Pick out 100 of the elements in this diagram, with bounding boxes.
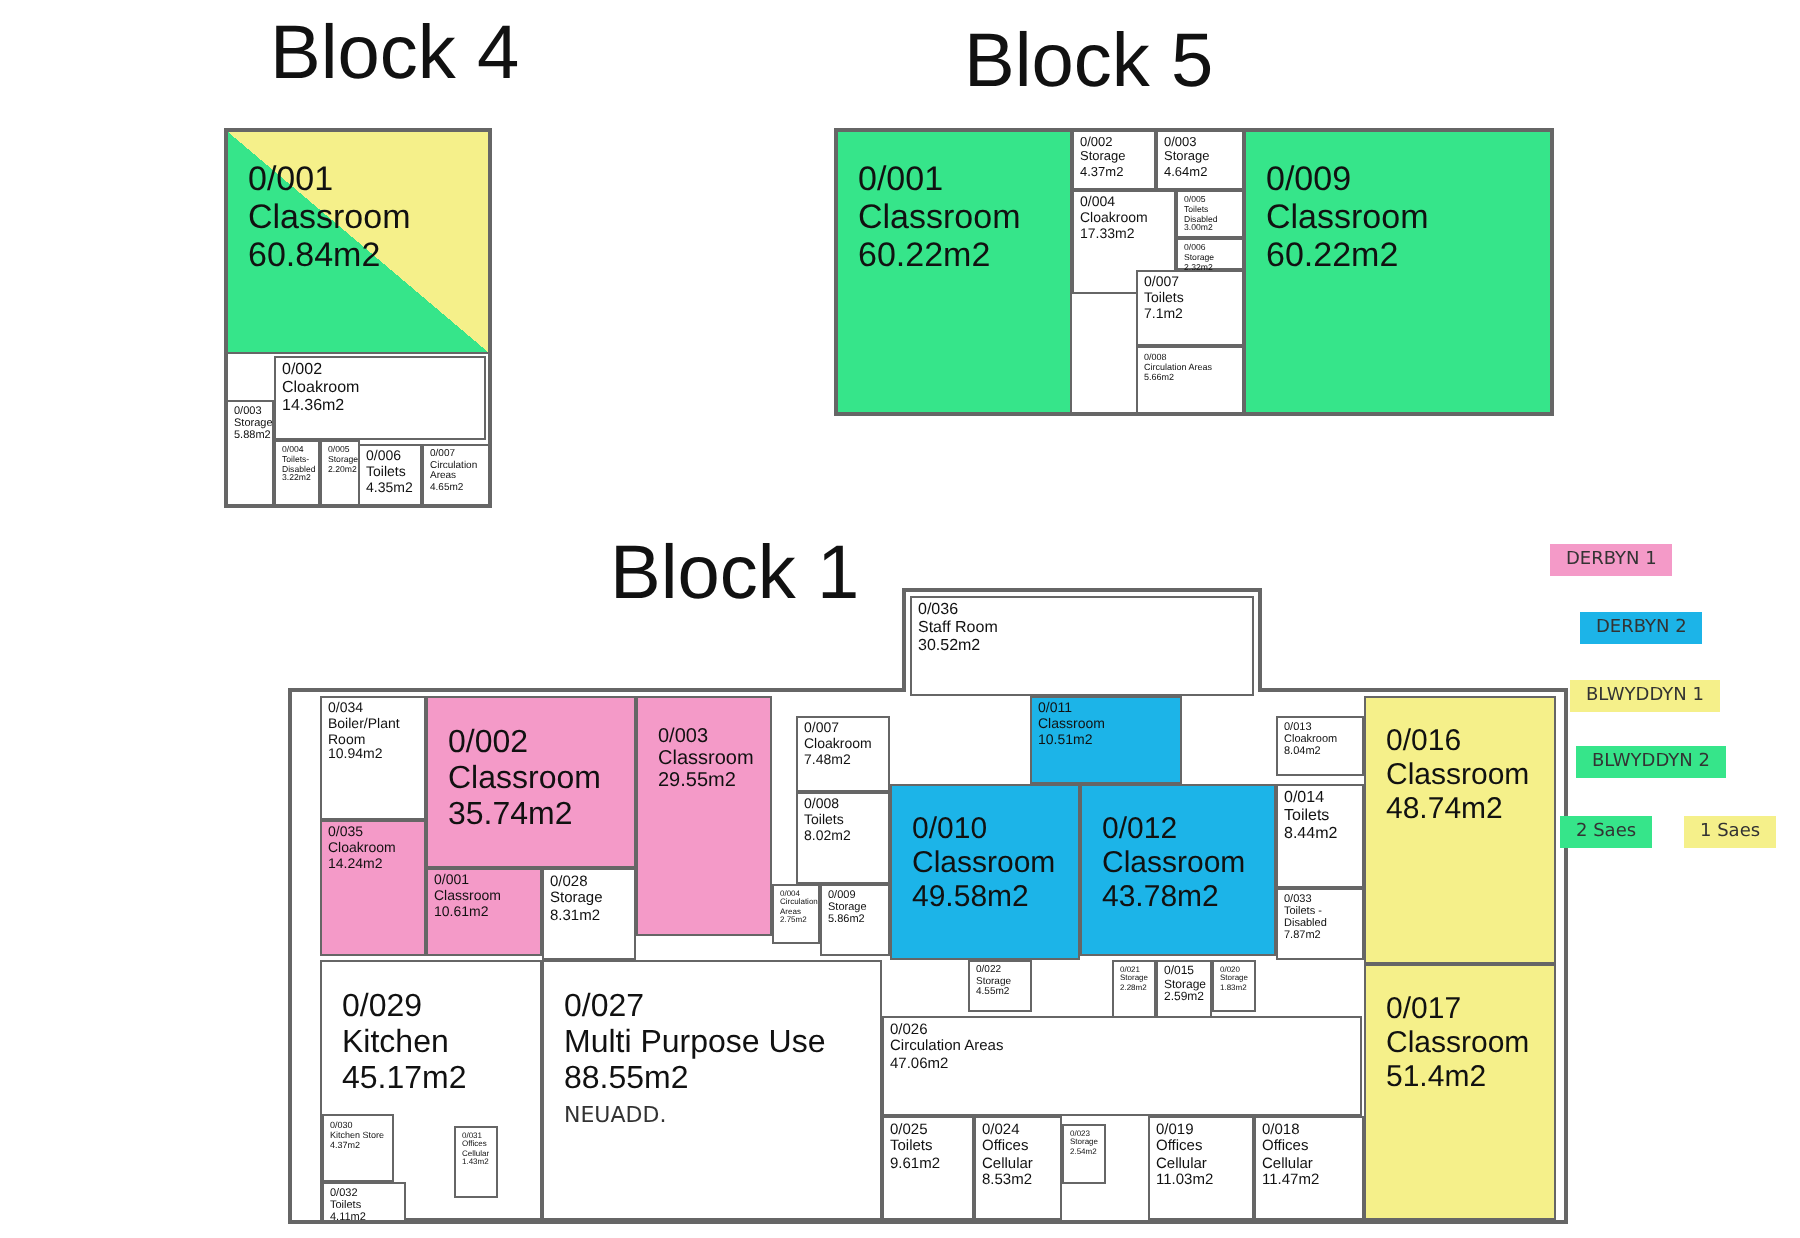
legend-label: DERBYN 1 <box>1550 544 1673 576</box>
room-name: Multi Purpose Use <box>564 1025 828 1062</box>
handwritten-note: NEUADD. <box>564 1103 669 1129</box>
room-area: 60.22m2 <box>858 236 1054 275</box>
room <box>820 884 890 956</box>
room <box>320 960 542 1220</box>
room <box>1276 716 1364 776</box>
room <box>1156 130 1244 190</box>
legend-label: BLWYDDYN 1 <box>1570 680 1720 712</box>
room-name: Classroom <box>1102 847 1248 882</box>
room <box>320 440 360 506</box>
room-name: Toilets <box>1284 807 1332 826</box>
legend-label: BLWYDDYN 2 <box>1576 746 1726 778</box>
room-area: 60.22m2 <box>1266 236 1534 275</box>
room-area: 49.58m2 <box>912 881 1062 915</box>
room-name: Classroom <box>1386 759 1532 794</box>
room <box>836 130 1072 414</box>
room-number: 0/003 <box>658 726 711 749</box>
room-number: 0/027 <box>564 990 647 1026</box>
room <box>1112 960 1156 1020</box>
block-heading: Block 4 <box>270 16 520 92</box>
block-heading: Block 5 <box>964 24 1214 100</box>
room <box>1072 190 1176 294</box>
room-area: 88.55m2 <box>564 1061 864 1098</box>
room-area: 30.52m2 <box>918 637 1246 656</box>
room <box>320 696 426 820</box>
room-number: 0/036 <box>918 602 961 620</box>
room-area: 43.78m2 <box>1102 881 1258 915</box>
room-name: Classroom <box>1386 1027 1532 1062</box>
room-area: 14.36m2 <box>282 397 478 416</box>
room <box>226 130 490 354</box>
room <box>226 400 274 506</box>
legend-label: 2 Saes <box>1560 816 1653 848</box>
room <box>1176 190 1244 238</box>
room-name: Kitchen <box>342 1025 451 1062</box>
room <box>772 884 820 944</box>
room-area: 48.74m2 <box>1386 793 1538 827</box>
room-name: Classroom <box>1266 198 1431 237</box>
room <box>974 1116 1062 1220</box>
room <box>1136 270 1244 346</box>
block-heading: Block 1 <box>610 536 860 612</box>
room <box>426 868 542 956</box>
room <box>1212 960 1256 1012</box>
room <box>454 1126 498 1198</box>
room <box>1080 784 1276 956</box>
room-name: Staff Room <box>918 619 1000 638</box>
room-area: 51.4m2 <box>1386 1061 1538 1095</box>
room <box>1276 888 1364 960</box>
room <box>1148 1116 1254 1220</box>
room <box>1364 696 1556 964</box>
room-number: 0/017 <box>1386 994 1464 1028</box>
room-area: 8.44m2 <box>1284 825 1356 844</box>
room <box>426 696 636 868</box>
room <box>910 596 1254 696</box>
legend-label: DERBYN 2 <box>1580 612 1703 644</box>
room-number: 0/012 <box>1102 814 1180 848</box>
room-area: 60.84m2 <box>248 236 472 275</box>
room <box>882 1116 974 1220</box>
room <box>1072 130 1156 190</box>
room-area: 29.55m2 <box>658 770 754 794</box>
room <box>1244 130 1552 414</box>
room <box>1136 346 1244 414</box>
room <box>274 356 486 440</box>
room <box>890 784 1080 960</box>
room-name: Classroom <box>858 198 1023 237</box>
room <box>320 820 426 956</box>
room <box>636 696 772 936</box>
room-number: 0/002 <box>282 362 325 380</box>
room <box>322 1114 394 1182</box>
room-number: 0/029 <box>342 990 425 1026</box>
room-area: 35.74m2 <box>448 797 618 834</box>
room-number: 0/001 <box>858 160 946 199</box>
room <box>1254 1116 1364 1220</box>
room-name: Cloakroom <box>282 379 362 398</box>
room <box>1030 696 1182 784</box>
room <box>422 444 490 506</box>
room <box>1156 960 1212 1020</box>
legend-label: 1 Saes <box>1684 816 1777 848</box>
room-area: 45.17m2 <box>342 1061 524 1098</box>
room <box>1176 238 1244 270</box>
room-name: Classroom <box>448 761 603 798</box>
room-number: 0/002 <box>448 726 531 762</box>
room <box>882 1016 1362 1116</box>
room <box>358 444 422 506</box>
room-number: 0/010 <box>912 814 990 848</box>
room <box>1364 964 1556 1220</box>
room <box>796 716 890 792</box>
room <box>1062 1124 1106 1184</box>
room <box>1276 784 1364 888</box>
room <box>322 1182 406 1222</box>
room <box>542 868 636 960</box>
room <box>968 960 1032 1012</box>
room <box>274 440 320 506</box>
room-number: 0/009 <box>1266 160 1354 199</box>
room-name: Classroom <box>912 847 1058 882</box>
room-number: 0/014 <box>1284 790 1327 808</box>
room-name: Classroom <box>658 748 754 771</box>
room <box>542 960 882 1220</box>
room <box>796 792 890 884</box>
room-number: 0/016 <box>1386 726 1464 760</box>
